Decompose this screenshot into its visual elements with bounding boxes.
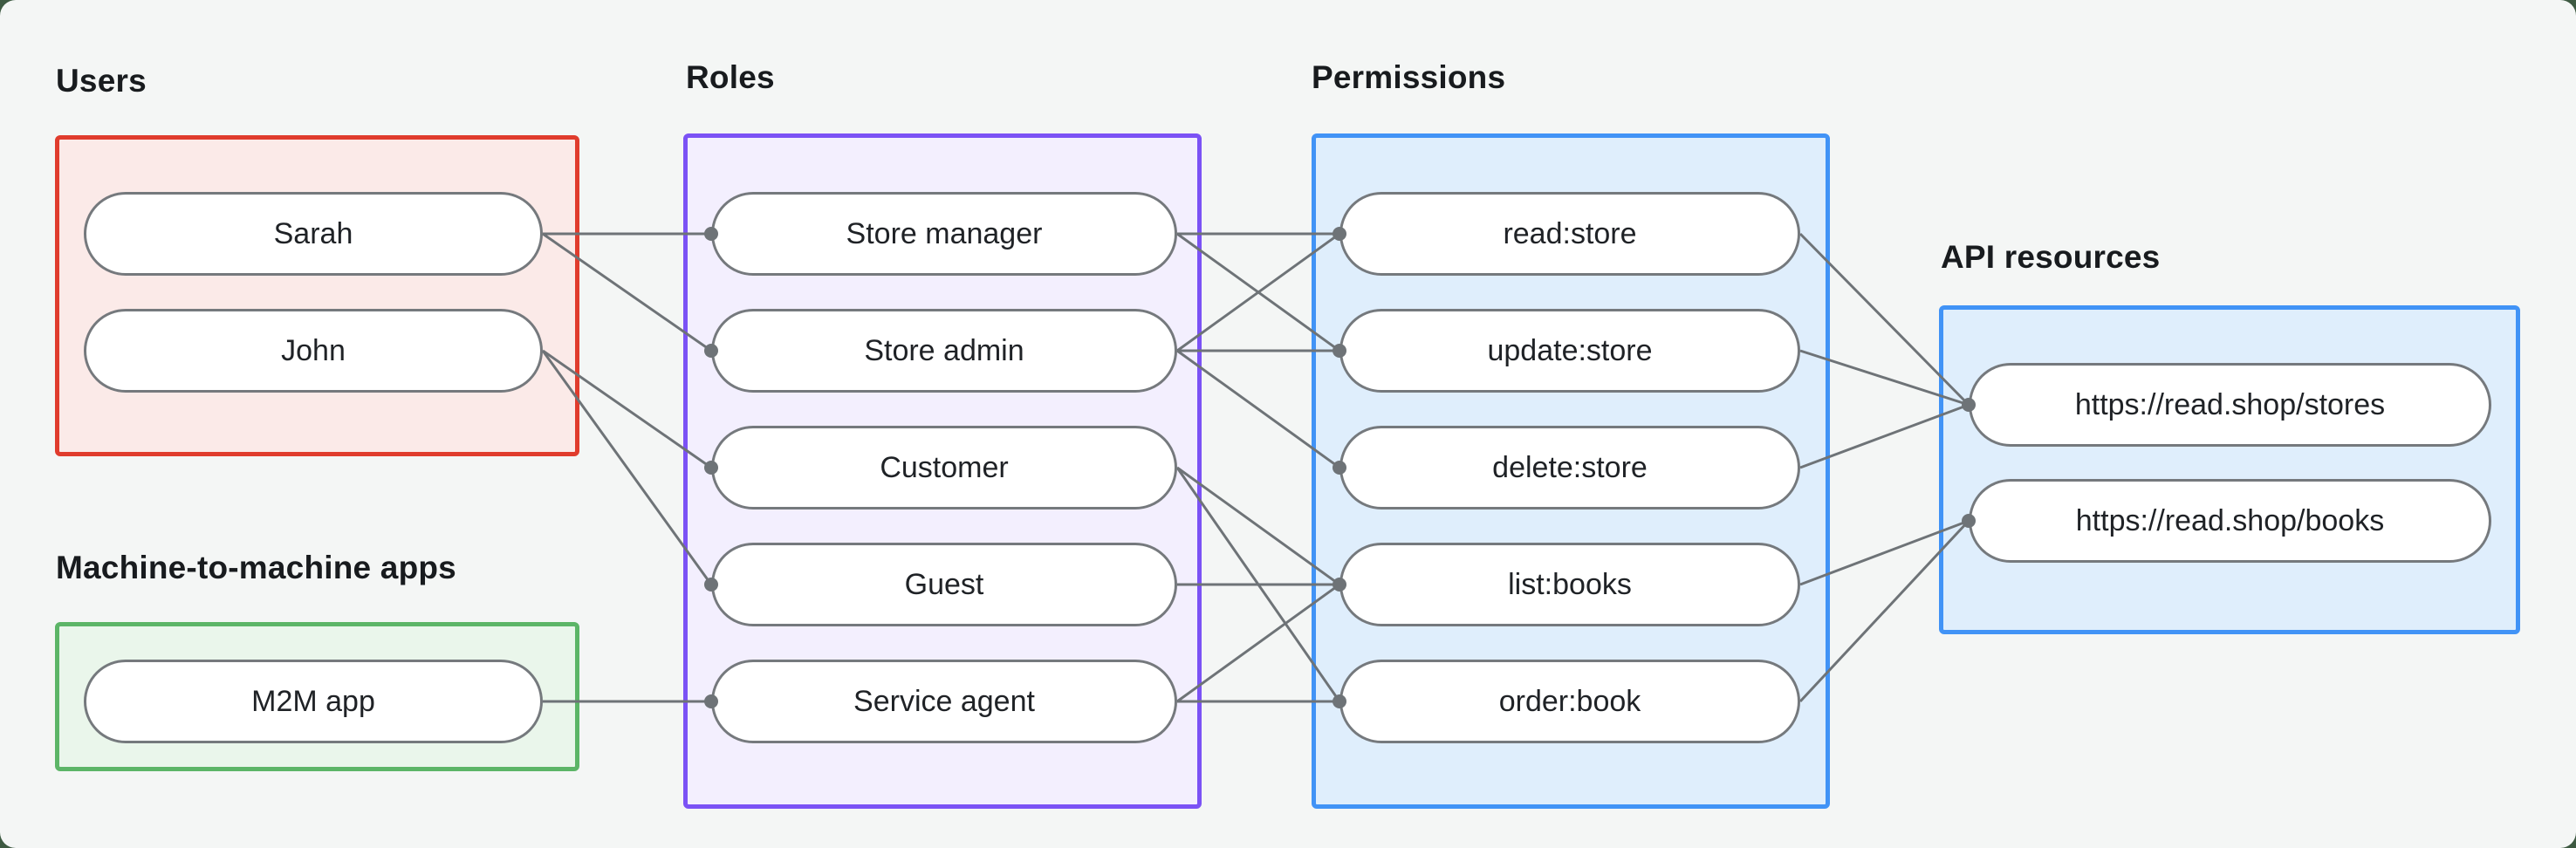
node-pill-order-book: order:book (1339, 660, 1800, 743)
section-heading-permissions: Permissions (1312, 59, 1506, 95)
connection-dot (1333, 227, 1346, 241)
connection-dot (704, 461, 718, 475)
connection-dot (1333, 344, 1346, 358)
node-pill-delete-store: delete:store (1339, 426, 1800, 509)
node-pill-john: John (84, 309, 543, 393)
group-box-api-resources (1939, 305, 2520, 634)
connection-dot (1333, 578, 1346, 592)
section-heading-users: Users (56, 63, 147, 99)
connection-dot (1962, 514, 1976, 528)
connection-dot (704, 227, 718, 241)
node-pill-update-store: update:store (1339, 309, 1800, 393)
connection-dot (704, 578, 718, 592)
edge-line-store-admin-to-read-store (1176, 232, 1340, 352)
connection-dot (1333, 461, 1346, 475)
edge-line-delete-store-to-stores-api (1799, 403, 1970, 469)
edge-line-john-to-customer (542, 349, 712, 469)
node-pill-guest: Guest (711, 543, 1177, 626)
connection-dot (1962, 398, 1976, 412)
connection-dot (704, 344, 718, 358)
edge-line-order-book-to-books-api (1798, 519, 1970, 703)
section-heading-api-resources: API resources (1941, 239, 2161, 275)
node-pill-list-books: list:books (1339, 543, 1800, 626)
edge-line-store-admin-to-delete-store (1176, 349, 1340, 469)
edge-line-service-agent-to-list-books (1176, 583, 1340, 703)
section-heading-m2m-apps: Machine-to-machine apps (56, 550, 456, 585)
node-pill-m2m-app: M2M app (84, 660, 543, 743)
edge-line-list-books-to-books-api (1799, 519, 1970, 586)
edge-line-john-to-guest (541, 350, 713, 585)
node-pill-stores-api: https://read.shop/stores (1969, 363, 2491, 447)
node-pill-customer: Customer (711, 426, 1177, 509)
node-pill-sarah: Sarah (84, 192, 543, 276)
node-pill-store-manager: Store manager (711, 192, 1177, 276)
connection-dot (704, 694, 718, 708)
edge-line-update-store-to-stores-api (1799, 349, 1970, 407)
node-pill-store-admin: Store admin (711, 309, 1177, 393)
group-box-users (55, 135, 579, 456)
edge-line-customer-to-list-books (1176, 466, 1340, 586)
connection-dot (1333, 694, 1346, 708)
edge-line-read-store-to-stores-api (1798, 232, 1970, 407)
node-pill-read-store: read:store (1339, 192, 1800, 276)
edge-line-sarah-to-store-admin (542, 232, 712, 352)
section-heading-roles: Roles (686, 59, 775, 95)
node-pill-service-agent: Service agent (711, 660, 1177, 743)
node-pill-books-api: https://read.shop/books (1969, 479, 2491, 563)
